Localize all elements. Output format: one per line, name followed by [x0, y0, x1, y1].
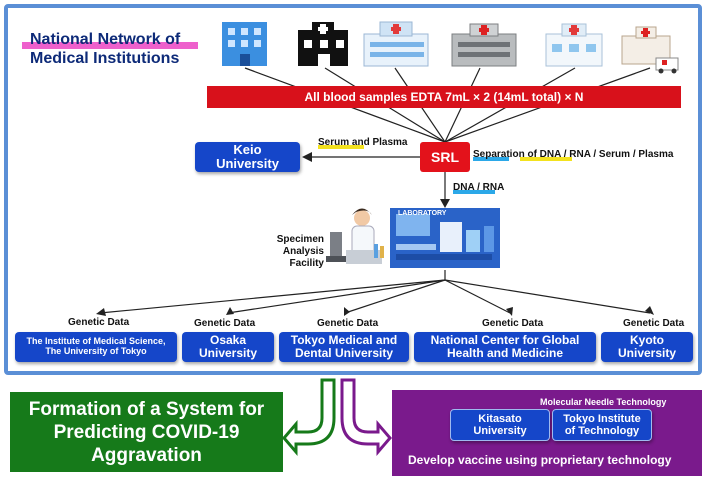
srl-box: SRL: [420, 142, 470, 172]
genetic-data-label-1: Genetic Data: [68, 317, 130, 328]
formation-line-2: Predicting COVID-19: [53, 421, 240, 443]
formation-line-1: Formation of a System for: [28, 398, 265, 420]
specimen-facility-label: Specimen Analysis Facility: [270, 234, 324, 270]
institution-box-ncgm: National Center for Global Health and Me…: [414, 332, 596, 362]
institution-4-line-1: Kyoto: [630, 332, 664, 347]
separation-highlight-cyan: [473, 157, 509, 161]
kitasato-university-box: Kitasato University: [450, 409, 550, 441]
kitasato-line-1: Kitasato: [478, 412, 522, 425]
institution-box-kyoto: Kyoto University: [601, 332, 693, 362]
facility-line-1: Specimen: [276, 234, 324, 245]
genetic-data-label-2: Genetic Data: [194, 318, 256, 329]
hospital-gray-icon: [451, 23, 517, 67]
title-highlight: [22, 42, 198, 49]
tokyo-tech-line-1: Tokyo Institute: [563, 412, 641, 425]
institution-1-line-2: University: [198, 346, 258, 360]
hospital-ambulance-icon: [621, 26, 679, 74]
institution-box-tmdu: Tokyo Medical and Dental University: [279, 332, 409, 362]
formation-box: Formation of a System for Predicting COV…: [10, 392, 283, 472]
molecular-needle-label: Molecular Needle Technology: [540, 397, 667, 407]
laboratory-label: LABORATORY: [398, 210, 447, 217]
tokyo-tech-box: Tokyo Institute of Technology: [552, 409, 652, 441]
title-line-1: National Network of: [30, 31, 181, 48]
institution-2-line-1: Tokyo Medical and: [290, 332, 398, 347]
hospital-blue-icon: [222, 22, 267, 66]
hospital-light-icon: [545, 23, 603, 67]
institution-1-line-1: Osaka: [209, 332, 247, 347]
institution-3-line-1: National Center for Global: [430, 332, 580, 347]
genetic-data-label-4: Genetic Data: [482, 318, 544, 329]
facility-line-2: Analysis: [282, 246, 324, 257]
separation-label: Separation of DNA / RNA / Serum / Plasma: [473, 149, 674, 160]
institution-box-ims-tokyo: The Institute of Medical Science, The Un…: [15, 332, 177, 362]
serum-highlight: [318, 145, 364, 149]
develop-vaccine-label: Develop vaccine using proprietary techno…: [408, 453, 672, 467]
formation-line-3: Aggravation: [91, 444, 202, 466]
institution-0-line-1: The Institute of Medical Science,: [26, 336, 166, 347]
keio-university-box: Keio University: [195, 142, 300, 172]
scientist-icon: [326, 208, 384, 264]
serum-plasma-label: Serum and Plasma: [318, 137, 408, 148]
hospital-white-icon: [363, 21, 429, 67]
keio-line-2: University: [216, 156, 279, 171]
tokyo-tech-line-2: of Technology: [564, 425, 640, 437]
institution-4-line-2: University: [617, 346, 677, 360]
dna-rna-label: DNA / RNA: [453, 182, 505, 193]
keio-line-1: Keio: [233, 141, 262, 157]
green-arrow-icon: [282, 378, 336, 457]
institution-3-line-2: Health and Medicine: [446, 346, 564, 360]
institution-2-line-2: Dental University: [294, 346, 394, 360]
genetic-data-label-5: Genetic Data: [623, 318, 685, 329]
dna-rna-highlight: [453, 190, 495, 194]
facility-line-3: Facility: [289, 258, 324, 269]
page-title: National Network of Medical Institutions: [30, 30, 180, 68]
laboratory-panel-icon: [390, 208, 500, 268]
genetic-data-label-3: Genetic Data: [317, 318, 379, 329]
institution-0-line-2: The University of Tokyo: [45, 346, 147, 356]
blood-samples-bar: All blood samples EDTA 7mL × 2 (14mL tot…: [207, 86, 681, 108]
hospital-black-icon: [298, 22, 348, 66]
title-line-2: Medical Institutions: [30, 50, 180, 67]
purple-arrow-icon: [340, 378, 392, 457]
kitasato-line-2: University: [473, 425, 527, 437]
separation-highlight-yellow: [520, 157, 572, 161]
institution-box-osaka: Osaka University: [182, 332, 274, 362]
